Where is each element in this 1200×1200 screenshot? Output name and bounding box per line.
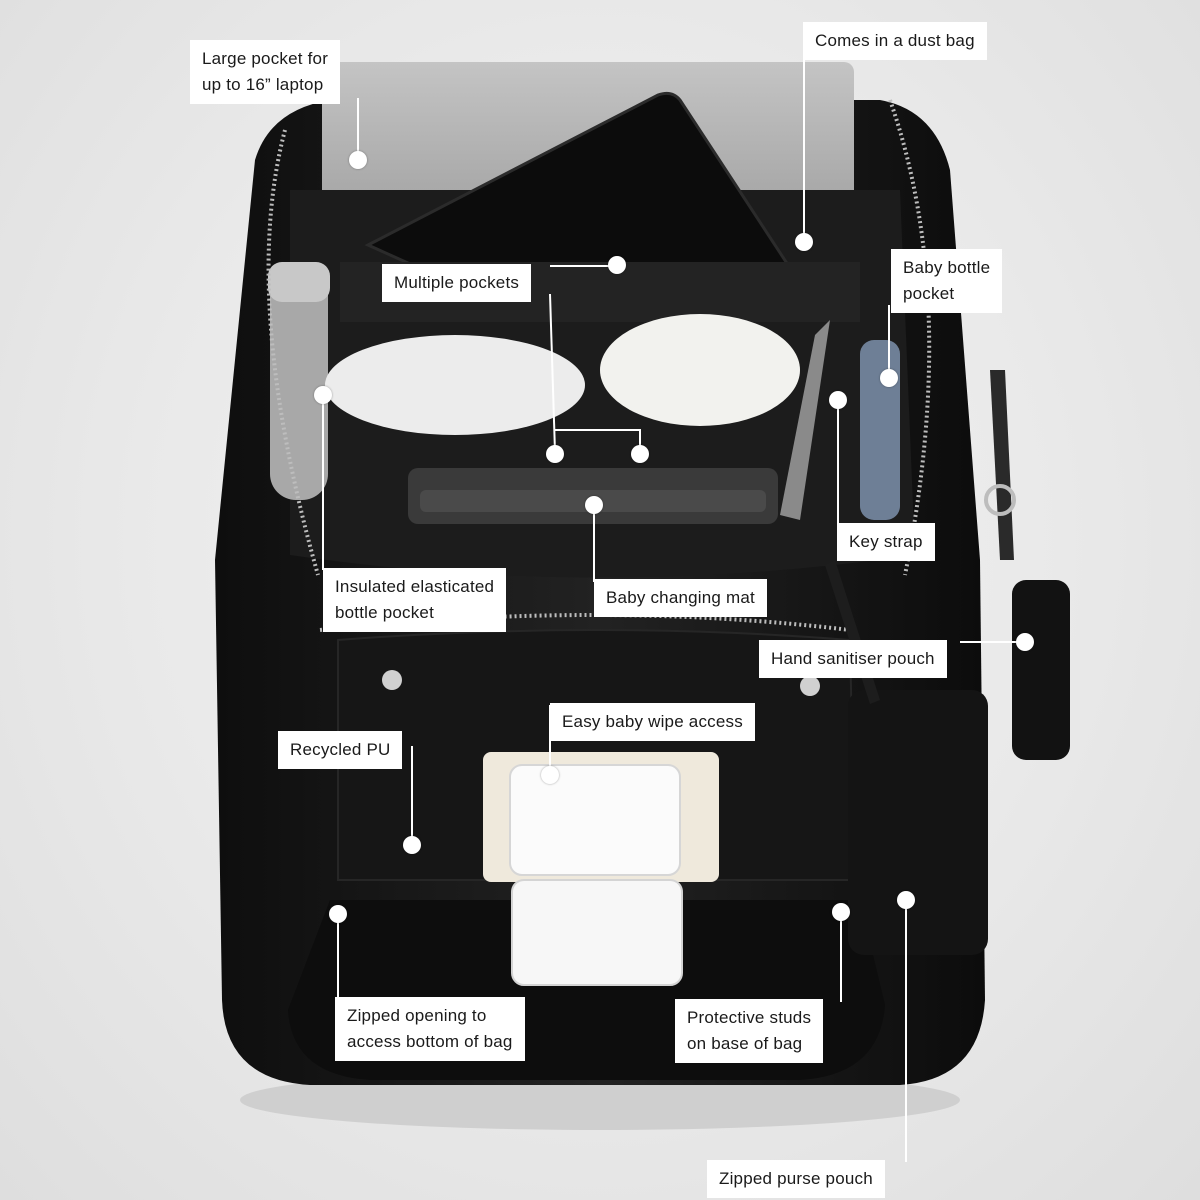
purse-pouch — [848, 690, 988, 955]
dot-wipe-access — [541, 766, 559, 784]
callout-wipe-access-text: Easy baby wipe access — [562, 712, 743, 731]
callout-protective-studs-line1: Protective studs — [687, 1008, 812, 1027]
wipe-lid-top — [509, 764, 681, 876]
callout-wipe-access: Easy baby wipe access — [550, 703, 755, 741]
dot-multiple-pockets-b — [631, 445, 649, 463]
baby-bottle — [860, 340, 900, 520]
callout-recycled-pu-text: Recycled PU — [290, 740, 391, 759]
left-snap-stud — [382, 670, 402, 690]
callout-dust-bag-text: Comes in a dust bag — [815, 31, 975, 50]
callout-zipped-opening-line1: Zipped opening to — [347, 1006, 487, 1025]
right-snap-stud — [800, 676, 820, 696]
callout-sanitiser-pouch: Hand sanitiser pouch — [759, 640, 947, 678]
callout-purse-pouch-text: Zipped purse pouch — [719, 1169, 873, 1188]
callout-protective-studs-line2: on base of bag — [687, 1034, 803, 1053]
callout-protective-studs: Protective studs on base of bag — [675, 999, 824, 1063]
dot-key-strap — [829, 391, 847, 409]
dot-multiple-pockets-a — [546, 445, 564, 463]
dot-sanitiser — [1016, 633, 1034, 651]
callout-laptop-pocket-line2: up to 16” laptop — [202, 75, 324, 94]
callout-multiple-pockets-text: Multiple pockets — [394, 273, 520, 292]
dot-changing-mat — [585, 496, 603, 514]
muslin-cloth — [325, 335, 585, 435]
key-strap-keys — [780, 320, 830, 520]
callout-baby-bottle-line2: pocket — [903, 284, 955, 303]
callout-sanitiser-pouch-text: Hand sanitiser pouch — [771, 649, 935, 668]
right-zipper — [888, 99, 932, 576]
dot-recycled-pu — [403, 836, 421, 854]
sanitiser-clip — [990, 370, 1014, 560]
dot-baby-bottle — [880, 369, 898, 387]
callout-baby-bottle-line1: Baby bottle — [903, 258, 991, 277]
wipe-lid-open — [511, 879, 683, 986]
dot-zipped-opening — [329, 905, 347, 923]
front-zipper — [319, 613, 851, 632]
dot-multiple-pockets-top — [608, 256, 626, 274]
metal-bottle — [270, 270, 328, 500]
callout-laptop-pocket-line1: Large pocket for — [202, 49, 329, 68]
callout-multiple-pockets: Multiple pockets — [382, 264, 532, 302]
callout-zipped-opening: Zipped opening to access bottom of bag — [335, 997, 525, 1061]
callout-insulated-line2: bottle pocket — [335, 603, 434, 622]
callout-insulated-line1: Insulated elasticated — [335, 577, 495, 596]
dot-insulated — [314, 386, 332, 404]
dot-laptop — [349, 151, 367, 169]
sanitiser-pouch — [1012, 580, 1070, 760]
callout-insulated-pocket: Insulated elasticated bottle pocket — [323, 568, 507, 632]
callout-key-strap-text: Key strap — [849, 532, 923, 551]
callout-laptop-pocket: Large pocket for up to 16” laptop — [190, 40, 341, 104]
callout-key-strap: Key strap — [837, 523, 935, 561]
sanitiser-clip-ring — [984, 484, 1016, 516]
callout-changing-mat: Baby changing mat — [594, 579, 767, 617]
callout-baby-bottle-pocket: Baby bottle pocket — [891, 249, 1003, 313]
nappy — [600, 314, 800, 426]
callout-recycled-pu: Recycled PU — [278, 731, 403, 769]
dot-purse — [897, 891, 915, 909]
callout-purse-pouch: Zipped purse pouch — [707, 1160, 885, 1198]
callout-changing-mat-text: Baby changing mat — [606, 588, 755, 607]
dot-dust-bag — [795, 233, 813, 251]
metal-bottle-cap — [268, 262, 330, 302]
callout-zipped-opening-line2: access bottom of bag — [347, 1032, 513, 1051]
callout-dust-bag: Comes in a dust bag — [803, 22, 987, 60]
left-zipper — [266, 129, 320, 576]
dot-protective-studs — [832, 903, 850, 921]
